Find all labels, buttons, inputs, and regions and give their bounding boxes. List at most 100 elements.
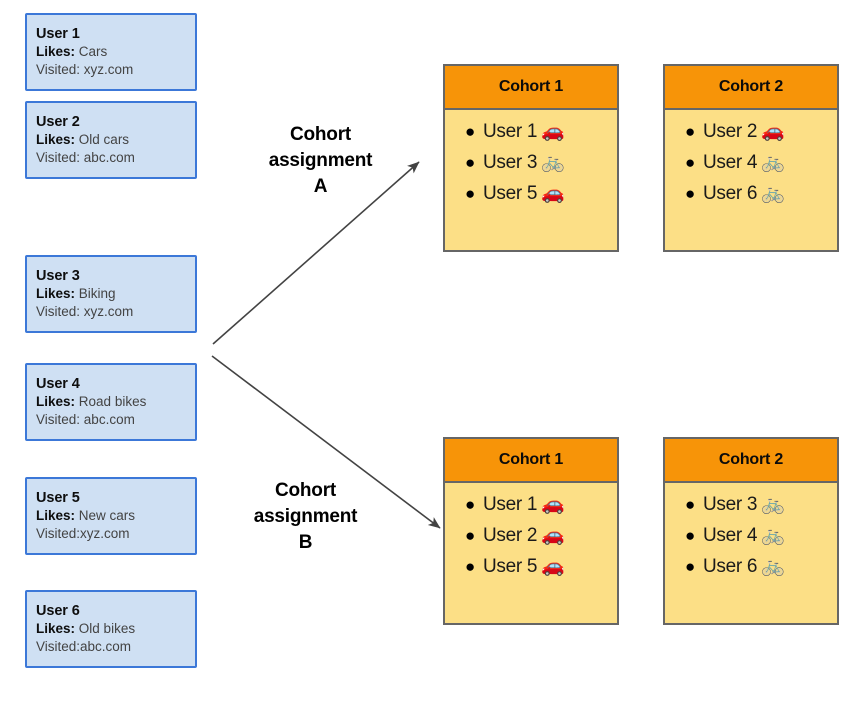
bullet-icon: ● [685,122,695,141]
user-likes-row: Likes: Biking [36,285,191,303]
list-item: ● User 5 🚗 [445,178,617,209]
visited-label: Visited: [36,304,81,319]
assignment-a-label-line3: A [313,176,328,197]
likes-value: New cars [78,508,136,523]
member-label: User 5 [483,555,538,577]
member-label: User 1 [483,120,538,142]
user-name: User 6 [36,603,80,619]
user-card-3[interactable]: User 3 Likes: Biking Visited: xyz.com [25,255,197,333]
user-name: User 3 [36,268,80,284]
visited-value: abc.com [80,639,132,654]
bicycle-icon: 🚲 [761,525,785,546]
user-likes-row: Likes: Road bikes [36,393,191,411]
likes-label: Likes: [36,621,76,636]
visited-value: abc.com [83,150,135,165]
bicycle-icon: 🚲 [761,556,785,577]
member-label: User 2 [703,120,758,142]
member-label: User 1 [483,493,538,515]
list-item: ● User 1 🚗 [445,489,617,520]
user-likes-row: Likes: Old bikes [36,620,191,638]
cohort-title: Cohort 2 [665,66,837,110]
bullet-icon: ● [685,184,695,203]
user-visited-row: Visited:xyz.com [36,525,191,543]
visited-label: Visited: [36,412,81,427]
car-icon: 🚗 [541,183,565,204]
member-label: User 3 [703,493,758,515]
cohort-box-a1[interactable]: Cohort 1 ● User 1 🚗 ● User 3 🚲 ● User 5 … [443,64,619,252]
list-item: ● User 2 🚗 [445,520,617,551]
assignment-b-label: Cohort assignment B [228,478,383,556]
cohort-title: Cohort 2 [665,439,837,483]
likes-value: Biking [78,286,116,301]
cohort-member-list: ● User 1 🚗 ● User 3 🚲 ● User 5 🚗 [445,110,617,209]
user-name: User 4 [36,376,80,392]
user-card-6[interactable]: User 6 Likes: Old bikes Visited:abc.com [25,590,197,668]
bullet-icon: ● [685,526,695,545]
bullet-icon: ● [685,495,695,514]
car-icon: 🚗 [541,494,565,515]
user-visited-row: Visited: abc.com [36,149,191,167]
bicycle-icon: 🚲 [761,152,785,173]
list-item: ● User 6 🚲 [665,178,837,209]
user-card-5[interactable]: User 5 Likes: New cars Visited:xyz.com [25,477,197,555]
list-item: ● User 4 🚲 [665,520,837,551]
cohort-box-a2[interactable]: Cohort 2 ● User 2 🚗 ● User 4 🚲 ● User 6 … [663,64,839,252]
bullet-icon: ● [465,122,475,141]
cohort-box-b1[interactable]: Cohort 1 ● User 1 🚗 ● User 2 🚗 ● User 5 … [443,437,619,625]
user-name: User 2 [36,114,80,130]
member-label: User 4 [703,151,758,173]
likes-value: Cars [78,44,108,59]
assignment-a-label: Cohort assignment A [243,122,398,200]
bicycle-icon: 🚲 [761,183,785,204]
cohort-member-list: ● User 3 🚲 ● User 4 🚲 ● User 6 🚲 [665,483,837,582]
user-likes-row: Likes: New cars [36,507,191,525]
user-visited-row: Visited: xyz.com [36,61,191,79]
assignment-b-label-line2: assignment [253,506,358,527]
list-item: ● User 3 🚲 [445,147,617,178]
list-item: ● User 2 🚗 [665,116,837,147]
user-visited-row: Visited: xyz.com [36,303,191,321]
list-item: ● User 3 🚲 [665,489,837,520]
likes-label: Likes: [36,508,76,523]
member-label: User 5 [483,182,538,204]
visited-value: xyz.com [80,526,130,541]
assignment-a-label-line2: assignment [268,150,373,171]
cohort-title: Cohort 1 [445,439,617,483]
member-label: User 6 [703,182,758,204]
cohort-box-b2[interactable]: Cohort 2 ● User 3 🚲 ● User 4 🚲 ● User 6 … [663,437,839,625]
member-label: User 2 [483,524,538,546]
car-icon: 🚗 [541,556,565,577]
cohort-member-list: ● User 2 🚗 ● User 4 🚲 ● User 6 🚲 [665,110,837,209]
likes-value: Old bikes [78,621,136,636]
user-card-content: User 6 Likes: Old bikes Visited:abc.com [36,602,191,656]
user-card-2[interactable]: User 2 Likes: Old cars Visited: abc.com [25,101,197,179]
user-visited-row: Visited:abc.com [36,638,191,656]
likes-label: Likes: [36,286,76,301]
user-card-content: User 5 Likes: New cars Visited:xyz.com [36,489,191,543]
user-card-1[interactable]: User 1 Likes: Cars Visited: xyz.com [25,13,197,91]
assignment-b-label-line3: B [298,532,313,553]
visited-value: abc.com [83,412,135,427]
list-item: ● User 6 🚲 [665,551,837,582]
user-likes-row: Likes: Old cars [36,131,191,149]
user-likes-row: Likes: Cars [36,43,191,61]
cohort-member-list: ● User 1 🚗 ● User 2 🚗 ● User 5 🚗 [445,483,617,582]
user-card-content: User 3 Likes: Biking Visited: xyz.com [36,267,191,321]
likes-label: Likes: [36,44,76,59]
list-item: ● User 5 🚗 [445,551,617,582]
bullet-icon: ● [465,526,475,545]
user-card-content: User 4 Likes: Road bikes Visited: abc.co… [36,375,191,429]
likes-value: Old cars [78,132,130,147]
bullet-icon: ● [465,495,475,514]
user-card-4[interactable]: User 4 Likes: Road bikes Visited: abc.co… [25,363,197,441]
list-item: ● User 4 🚲 [665,147,837,178]
likes-label: Likes: [36,132,76,147]
cohort-title: Cohort 1 [445,66,617,110]
car-icon: 🚗 [761,121,785,142]
member-label: User 6 [703,555,758,577]
visited-label: Visited: [36,150,81,165]
likes-value: Road bikes [78,394,147,409]
visited-label: Visited: [36,526,81,541]
car-icon: 🚗 [541,121,565,142]
car-icon: 🚗 [541,525,565,546]
